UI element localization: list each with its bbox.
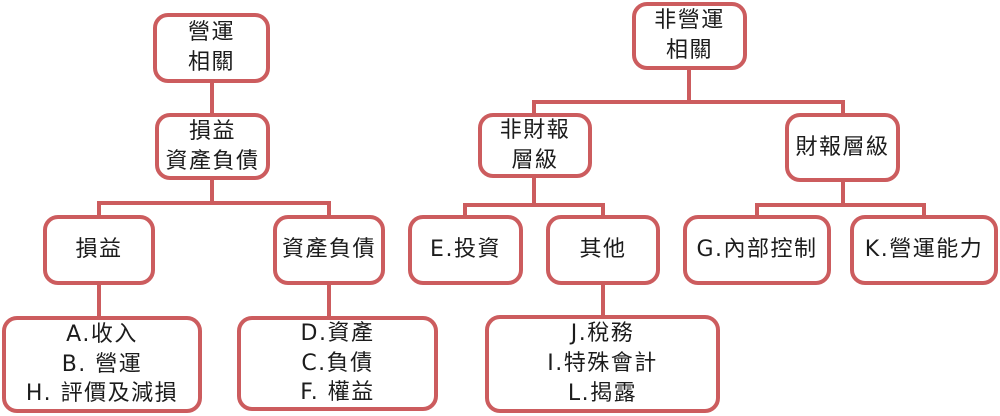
- connector-op-root-mid: [210, 83, 214, 113]
- connector-financial-hbar: [755, 203, 926, 207]
- node-profit-loss: 損益: [43, 215, 155, 285]
- node-financial-level: 財報層級: [785, 113, 900, 182]
- connector-investment-stub: [463, 203, 467, 215]
- connector-nonop-root-drop: [687, 70, 691, 102]
- connector-balance-sheet-stub: [327, 201, 331, 215]
- node-operations-root: 營運 相關: [153, 13, 270, 83]
- node-non-financial-level: 非財報 層級: [478, 113, 592, 178]
- connector-internal-control-stub: [755, 203, 759, 215]
- node-internal-control: G.內部控制: [683, 215, 831, 285]
- connector-non-financial-hbar: [463, 203, 605, 207]
- connector-op-mid-drop: [210, 180, 214, 203]
- connector-nonop-hbar: [532, 100, 845, 104]
- node-balance-sheet-items: D.資產 C.負債 F. 權益: [237, 316, 438, 411]
- connector-operating-capability-stub: [922, 203, 926, 215]
- node-balance-sheet: 資產負債: [273, 215, 385, 285]
- node-profit-loss-items: A.收入 B. 營運 H. 評價及減損: [2, 316, 202, 413]
- node-profit-loss-balance: 損益 資產負債: [155, 113, 270, 180]
- connector-non-financial-stub: [532, 100, 536, 113]
- connector-non-financial-drop: [532, 178, 536, 203]
- connector-op-hbar: [97, 201, 331, 205]
- connector-other-stub: [601, 203, 605, 215]
- node-operating-capability: K.營運能力: [850, 215, 998, 285]
- connector-balance-sheet-items: [327, 285, 331, 316]
- connector-other-items: [601, 285, 605, 315]
- connector-profit-loss-items: [97, 285, 101, 316]
- connector-financial-drop: [841, 182, 845, 203]
- node-other: 其他: [546, 215, 660, 285]
- node-non-operations-root: 非營運 相關: [632, 2, 747, 70]
- node-investment: E.投資: [408, 215, 523, 285]
- connector-financial-stub: [841, 100, 845, 113]
- connector-profit-loss-stub: [97, 201, 101, 215]
- node-other-items: J.稅務 I.特殊會計 L.揭露: [485, 315, 720, 413]
